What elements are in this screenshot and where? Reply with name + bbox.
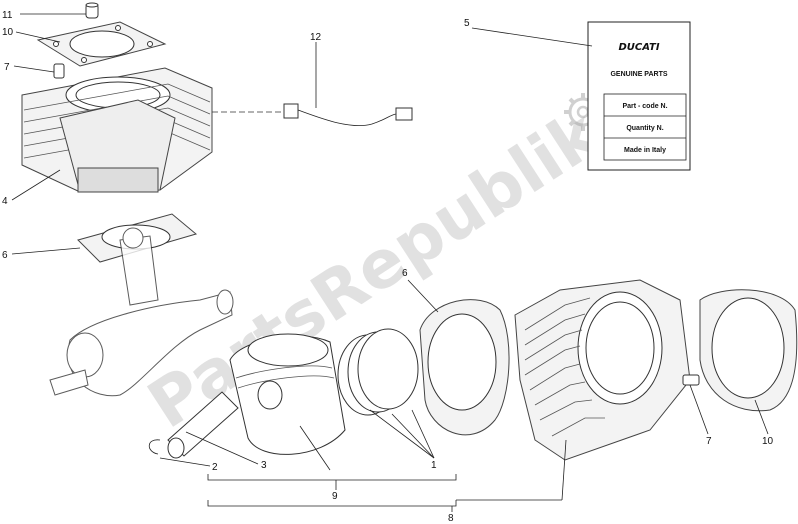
cylinder-4 bbox=[21, 67, 213, 193]
callout-10-top: 10 bbox=[2, 27, 14, 38]
callout-7-right: 7 bbox=[706, 436, 712, 447]
temperature-sensor-12 bbox=[283, 103, 413, 126]
callout-4: 4 bbox=[2, 196, 8, 207]
piston-9 bbox=[229, 333, 346, 455]
dowel-pin-7 bbox=[53, 63, 65, 79]
callout-6-left: 6 bbox=[2, 250, 8, 261]
label-card: DUCATI GENUINE PARTS Part - code N. Quan… bbox=[587, 21, 691, 171]
callout-3: 3 bbox=[261, 460, 267, 471]
head-gasket-top bbox=[36, 21, 167, 67]
callout-12: 12 bbox=[310, 32, 322, 43]
callout-2: 2 bbox=[212, 462, 218, 473]
callout-8: 8 bbox=[448, 513, 454, 524]
row-quantity: Quantity N. bbox=[626, 125, 663, 132]
callout-11: 11 bbox=[2, 10, 13, 21]
callout-10-right: 10 bbox=[762, 436, 774, 447]
head-gasket-right bbox=[699, 289, 798, 412]
subtitle-text: GENUINE PARTS bbox=[610, 71, 667, 78]
row-made-in: Made in Italy bbox=[624, 147, 666, 154]
callout-1: 1 bbox=[431, 460, 437, 471]
brand-text: DUCATI bbox=[618, 42, 659, 53]
callout-numbers: 11 10 7 4 6 12 5 6 2 3 1 9 8 7 10 bbox=[2, 10, 774, 524]
callout-9: 9 bbox=[332, 491, 338, 502]
dowel-pin-11 bbox=[85, 2, 99, 19]
leader-lines bbox=[11, 13, 769, 512]
cylinder-8 bbox=[514, 279, 691, 461]
callout-6-right: 6 bbox=[402, 268, 408, 279]
dowel-pin-7-right bbox=[682, 374, 700, 386]
circlip-2 bbox=[148, 439, 161, 455]
base-gasket-right bbox=[419, 299, 510, 436]
piston-pin-3 bbox=[167, 391, 239, 459]
row-part-code: Part - code N. bbox=[622, 103, 667, 110]
piston-rings-1 bbox=[337, 328, 419, 416]
callout-5: 5 bbox=[464, 18, 470, 29]
crankshaft-assembly bbox=[49, 227, 234, 397]
callout-7-top: 7 bbox=[4, 62, 10, 73]
